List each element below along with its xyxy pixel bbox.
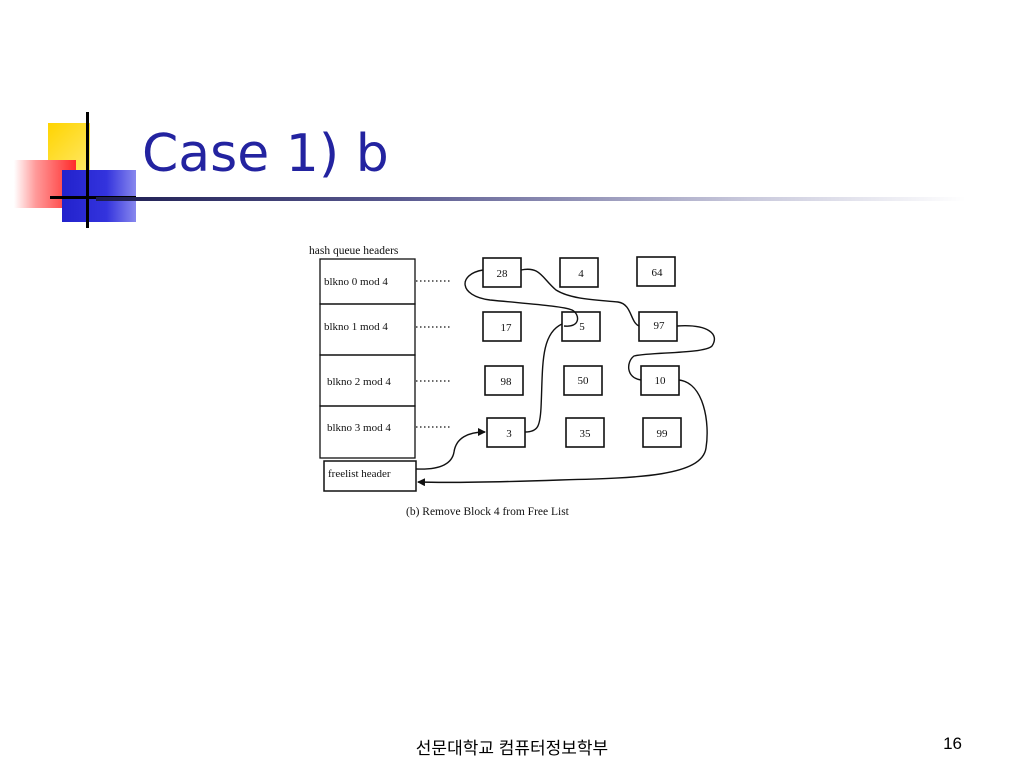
block-value-50: 50 bbox=[578, 375, 590, 387]
decor-vertical-line bbox=[86, 112, 89, 228]
slide-title: Case 1) b bbox=[142, 124, 389, 184]
diagram-caption: (b) Remove Block 4 from Free List bbox=[406, 506, 570, 518]
link-10-to-freelist bbox=[417, 379, 708, 487]
block-box-64 bbox=[636, 256, 676, 287]
block-value-3: 3 bbox=[506, 428, 512, 440]
block-box-5 bbox=[561, 311, 601, 342]
block-value-5: 5 bbox=[579, 321, 585, 333]
block-box-98 bbox=[484, 365, 524, 396]
queue-label-0: blkno 0 mod 4 bbox=[324, 276, 388, 288]
page-number: 16 bbox=[943, 734, 962, 753]
block-box-17 bbox=[482, 311, 522, 342]
link-28-to-97 bbox=[520, 268, 640, 327]
title-underline bbox=[96, 197, 966, 201]
block-box-99 bbox=[642, 417, 682, 448]
freelist-header-box bbox=[323, 460, 417, 492]
hash-queue-headers-label: hash queue headers bbox=[309, 245, 399, 257]
block-value-4: 4 bbox=[578, 268, 584, 280]
block-value-35: 35 bbox=[580, 428, 592, 440]
link-28-to-5 bbox=[464, 269, 579, 327]
link-97-to-10 bbox=[628, 325, 715, 381]
block-box-28 bbox=[482, 257, 522, 288]
block-value-28: 28 bbox=[497, 268, 509, 280]
block-box-50 bbox=[563, 365, 603, 396]
freelist-header-label: freelist header bbox=[328, 468, 391, 480]
buffer-cache-diagram: hash queue headers blkno 0 mod 4 blkno 1… bbox=[309, 245, 715, 518]
queue-label-2: blkno 2 mod 4 bbox=[327, 376, 391, 388]
footer-institution: 선문대학교 컴퓨터정보학부 bbox=[415, 739, 609, 758]
queue-header-box-3 bbox=[319, 405, 416, 459]
decor-horizontal-line bbox=[50, 196, 136, 199]
block-value-97: 97 bbox=[654, 320, 666, 332]
link-freelist-to-3 bbox=[415, 428, 486, 470]
block-value-10: 10 bbox=[655, 375, 667, 387]
block-value-64: 64 bbox=[652, 267, 664, 279]
block-box-35 bbox=[565, 417, 605, 448]
block-value-98: 98 bbox=[501, 376, 513, 388]
queue-label-1: blkno 1 mod 4 bbox=[324, 321, 388, 333]
block-box-4 bbox=[559, 257, 599, 288]
queue-label-3: blkno 3 mod 4 bbox=[327, 422, 391, 434]
block-box-97 bbox=[638, 311, 678, 342]
link-3-to-5 bbox=[524, 323, 563, 433]
block-value-99: 99 bbox=[657, 428, 669, 440]
block-value-17: 17 bbox=[501, 322, 513, 334]
